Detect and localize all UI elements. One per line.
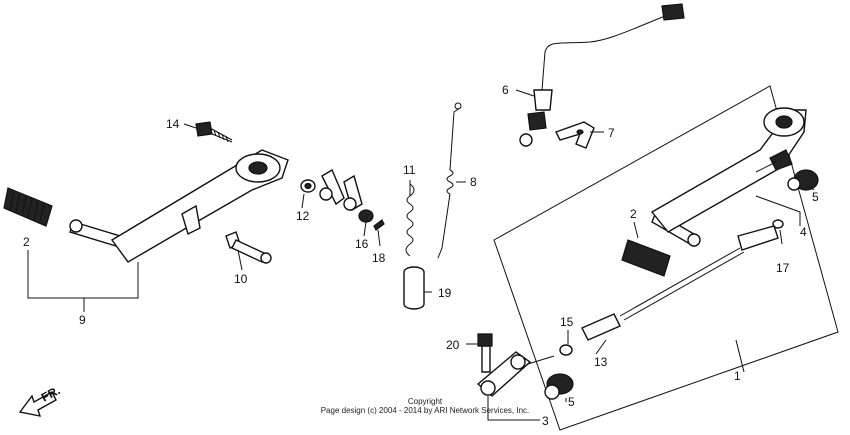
callout-12: 12 — [296, 209, 310, 223]
washer-part-12 — [300, 179, 316, 193]
copyright-title: Copyright — [408, 397, 443, 406]
callout-14: 14 — [166, 117, 180, 131]
callout-5-lower: 5 — [568, 395, 575, 409]
callout-6: 6 — [502, 83, 509, 97]
bolt-part-20 — [477, 333, 493, 373]
adjuster-part-5-upper — [755, 149, 819, 191]
front-direction-arrow — [18, 391, 57, 417]
adjuster-part-5-lower — [544, 373, 574, 400]
callout-11: 11 — [403, 163, 416, 177]
callout-20: 20 — [446, 338, 460, 352]
callout-13: 13 — [594, 355, 608, 369]
leader-lines — [27, 89, 815, 421]
spring-part-8 — [437, 102, 462, 259]
callout-15: 15 — [560, 315, 574, 329]
callout-16: 16 — [355, 237, 369, 251]
pedal-rubber — [3, 187, 53, 227]
callout-2-left: 2 — [23, 235, 30, 249]
bracket-part-7 — [555, 121, 595, 149]
callout-18: 18 — [372, 251, 386, 265]
stop-switch-part-6 — [519, 3, 685, 147]
callout-7: 7 — [608, 126, 615, 140]
nut-part-17 — [772, 219, 784, 229]
callout-1: 1 — [734, 369, 741, 383]
link-parts — [319, 168, 363, 212]
callout-9: 9 — [79, 313, 86, 327]
brake-pedal-right — [621, 107, 807, 277]
callout-17: 17 — [776, 261, 790, 275]
nut-part-15 — [559, 344, 573, 356]
callout-19: 19 — [438, 286, 452, 300]
assembly-outline-1 — [493, 85, 839, 431]
callout-5-upper: 5 — [812, 190, 819, 204]
copyright-notice: Page design (c) 2004 - 2014 by ARI Netwo… — [321, 406, 530, 415]
callout-3: 3 — [542, 414, 549, 428]
bolt-part-14 — [195, 121, 233, 143]
sleeve-part-19 — [403, 266, 425, 310]
callout-2-right: 2 — [630, 207, 637, 221]
rod-end-part-3 — [476, 351, 555, 397]
callout-labels: 2 9 14 10 12 16 18 11 8 19 6 7 2 17 4 5 … — [23, 83, 819, 428]
brake-rod-part-13 — [581, 225, 779, 341]
callout-8: 8 — [470, 175, 477, 189]
spring-part-11 — [405, 183, 415, 257]
callout-10: 10 — [234, 272, 248, 286]
nut-part-16 — [358, 209, 374, 223]
pin-part-18 — [373, 219, 385, 231]
brake-pedal-part — [3, 149, 289, 263]
bolt-part-10 — [225, 231, 272, 264]
callout-4: 4 — [800, 225, 807, 239]
